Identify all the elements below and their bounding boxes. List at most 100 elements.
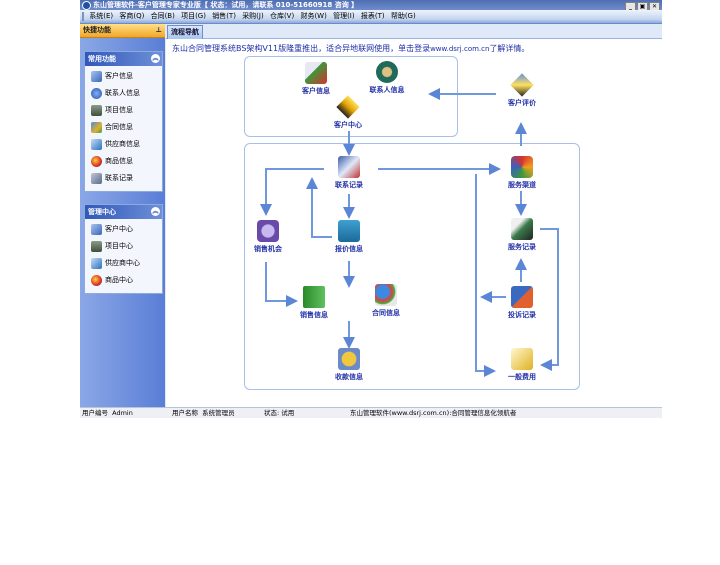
sidebar-item-contract-info[interactable]: 合同信息 [85, 119, 162, 136]
flow-arrows [260, 88, 559, 377]
sidebar-item-contact-record[interactable]: 联系记录 [85, 170, 162, 187]
menu-grip [82, 12, 84, 21]
app-window: 东山管理软件-客户管理专家专业版【 状态：试用，请联系 010-51660918… [80, 0, 662, 418]
sidebar-item-label: 项目信息 [105, 106, 133, 114]
flow-node-label: 投诉记录 [508, 311, 536, 319]
menu-reports[interactable]: 报表(T) [360, 12, 385, 20]
menu-finance[interactable]: 财务(W) [300, 12, 327, 20]
window-title: 东山管理软件-客户管理专家专业版【 状态：试用，请联系 010-51660918… [93, 1, 359, 9]
menu-project[interactable]: 项目(G) [181, 12, 206, 20]
sidebar-item-supplier-center[interactable]: 供应商中心 [85, 255, 162, 272]
status-value: Admin [112, 409, 133, 417]
menu-system[interactable]: 系统(E) [89, 12, 114, 20]
announcement-url[interactable]: www.dsrj.com.cn [430, 45, 490, 53]
flow-node-label: 联系人信息 [369, 86, 405, 94]
flow-node-complaint-record[interactable]: 投诉记录 [492, 286, 552, 320]
arrow-channel-to-expense [475, 174, 496, 377]
sidebar-item-label: 合同信息 [105, 123, 133, 131]
flow-node-contract-info[interactable]: 合同信息 [356, 284, 416, 318]
sidebar-item-customer-info[interactable]: 客户信息 [85, 68, 162, 85]
flow-node-sales-opportunity[interactable]: 销售机会 [238, 220, 298, 254]
flow-node-label: 销售信息 [300, 311, 328, 319]
menu-help[interactable]: 帮助(G) [390, 12, 416, 20]
flow-node-label: 收款信息 [335, 373, 363, 381]
announcement-link[interactable]: 东山合同管理系统BS架构V11版隆重推出，适合异地联网使用，单击登录www.ds… [172, 43, 529, 54]
price-tag-icon [338, 220, 360, 242]
status-bar: 用户编号 Admin 用户名称 系统管理员 状态: 试用 东山管理软件(www.… [80, 407, 662, 418]
flow-node-payment-info[interactable]: 收款信息 [319, 348, 379, 382]
flow-node-label: 服务记录 [508, 243, 536, 251]
flow-node-general-expense[interactable]: 一般费用 [492, 348, 552, 382]
customer-region [244, 56, 458, 137]
customer-icon [91, 70, 102, 82]
sidebar-item-label: 客户中心 [105, 225, 133, 233]
panel-common-functions: 常用功能 ︽ 客户信息 联系人信息 项目信息 合同信息 供应商信息 商品信息 联… [84, 51, 163, 192]
sales-info-icon [303, 286, 325, 308]
flow-node-label: 报价信息 [335, 245, 363, 253]
main-content: 流程导航 东山合同管理系统BS架构V11版隆重推出，适合异地联网使用，单击登录w… [166, 24, 662, 407]
quick-panel-header: 快捷功能 ⊥ [80, 24, 165, 38]
sidebar-item-customer-center[interactable]: 客户中心 [85, 221, 162, 238]
sidebar-item-label: 供应商中心 [105, 259, 140, 267]
flow-node-customer-center[interactable]: 客户中心 [318, 95, 378, 130]
customer-center-icon [91, 223, 102, 235]
status-user-name: 用户名称 系统管理员 [172, 408, 260, 418]
service-record-icon [511, 218, 533, 240]
sidebar-item-label: 项目中心 [105, 242, 133, 250]
sidebar-item-goods-center[interactable]: 商品中心 [85, 272, 162, 289]
sidebar-item-project-info[interactable]: 项目信息 [85, 102, 162, 119]
menu-purchase[interactable]: 采购(J) [242, 12, 264, 20]
menu-contract[interactable]: 合同(B) [150, 12, 175, 20]
collapse-icon[interactable]: ︽ [151, 207, 160, 216]
panel-header[interactable]: 管理中心 ︽ [85, 205, 162, 219]
flow-node-contact-record[interactable]: 联系记录 [319, 156, 379, 190]
flow-node-service-record[interactable]: 服务记录 [492, 218, 552, 252]
flow-node-service-channel[interactable]: 服务渠道 [492, 156, 552, 190]
flow-node-customer-info[interactable]: 客户信息 [286, 62, 346, 96]
title-bar: 东山管理软件-客户管理专家专业版【 状态：试用，请联系 010-51660918… [80, 0, 662, 12]
sidebar-item-supplier-info[interactable]: 供应商信息 [85, 136, 162, 153]
menu-sales[interactable]: 销售(T) [212, 12, 236, 20]
status-user-id: 用户编号 Admin [82, 408, 168, 418]
customer-info-icon [305, 62, 327, 84]
status-company: 东山管理软件(www.dsrj.com.cn):合同管理信息化领航者 [350, 408, 660, 418]
goods-center-icon [91, 274, 102, 286]
left-sidebar: 快捷功能 ⊥ 常用功能 ︽ 客户信息 联系人信息 项目信息 合同信息 供应商信息… [80, 24, 165, 407]
panel-management-center: 管理中心 ︽ 客户中心 项目中心 供应商中心 商品中心 [84, 204, 163, 294]
supplier-icon [91, 138, 102, 150]
sidebar-item-label: 联系记录 [105, 174, 133, 182]
flow-node-label: 客户评价 [508, 99, 536, 107]
menu-bar: 系统(E) 客商(Q) 合同(B) 项目(G) 销售(T) 采购(J) 仓库(V… [80, 10, 662, 24]
menu-warehouse[interactable]: 仓库(V) [269, 12, 295, 20]
flow-node-sales-info[interactable]: 销售信息 [284, 286, 344, 320]
panel-title: 管理中心 [88, 208, 116, 216]
sidebar-item-contact-info[interactable]: 联系人信息 [85, 85, 162, 102]
menu-management[interactable]: 管理(I) [333, 12, 355, 20]
money-bag-icon [338, 348, 360, 370]
sidebar-item-project-center[interactable]: 项目中心 [85, 238, 162, 255]
sidebar-item-label: 联系人信息 [105, 89, 140, 97]
flow-node-label: 客户中心 [334, 121, 362, 129]
pin-icon[interactable]: ⊥ [155, 26, 162, 34]
expense-icon [511, 348, 533, 370]
flow-node-customer-eval[interactable]: 客户评价 [492, 73, 552, 108]
contacts-icon [376, 61, 398, 83]
arrow-quote-to-record [306, 177, 332, 238]
collapse-icon[interactable]: ︽ [151, 54, 160, 63]
announcement-suffix: 了解详情。 [489, 44, 530, 53]
flow-node-contact-info[interactable]: 联系人信息 [357, 61, 417, 95]
project-center-icon [91, 240, 102, 252]
contact-record-icon [338, 156, 360, 178]
service-channel-icon [511, 156, 533, 178]
panel-header[interactable]: 常用功能 ︽ [85, 52, 162, 66]
flow-node-label: 销售机会 [254, 245, 282, 253]
contract-info-icon [375, 284, 397, 306]
supplier-center-icon [91, 257, 102, 269]
record-icon [91, 172, 102, 184]
menu-clients[interactable]: 客商(Q) [119, 12, 145, 20]
status-label: 状态 [264, 409, 277, 417]
flow-node-quote-info[interactable]: 报价信息 [319, 220, 379, 254]
flow-node-label: 一般费用 [508, 373, 536, 381]
sidebar-item-goods-info[interactable]: 商品信息 [85, 153, 162, 170]
tab-flow-navigation[interactable]: 流程导航 [167, 25, 203, 39]
